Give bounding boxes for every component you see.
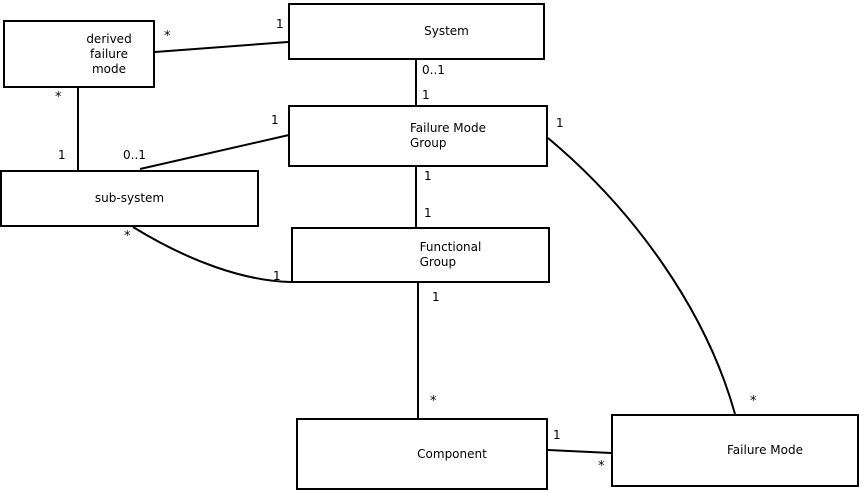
class-label-derived-failure-mode: derived failure mode — [86, 31, 132, 76]
multiplicity-component-fm-target: * — [598, 459, 605, 474]
multiplicity-dfm-subsystem-target: 1 — [58, 148, 66, 162]
class-box-system[interactable]: System — [288, 3, 545, 60]
multiplicity-system-fmg-source: 0..1 — [422, 63, 445, 77]
multiplicity-component-fm-source: 1 — [553, 428, 561, 442]
class-label-failure-mode-group: Failure Mode Group — [410, 121, 486, 150]
association-component-failure-mode[interactable] — [547, 449, 612, 454]
multiplicity-fmg-fg-source: 1 — [424, 169, 432, 183]
association-derived-failure-mode-system[interactable] — [154, 41, 289, 53]
multiplicity-fmg-fm-target: * — [750, 394, 757, 409]
multiplicity-fg-component-source: 1 — [432, 290, 440, 304]
multiplicity-subsystem-fmg-target: 1 — [271, 113, 279, 127]
multiplicity-fmg-fg-target: 1 — [424, 206, 432, 220]
class-box-functional-group[interactable]: Functional Group — [291, 227, 550, 283]
class-label-functional-group: Functional Group — [419, 240, 482, 269]
association-failure-mode-group-failure-mode[interactable] — [547, 137, 736, 415]
multiplicity-system-fmg-target: 1 — [422, 88, 430, 102]
class-box-component[interactable]: Component — [296, 418, 548, 490]
multiplicity-subsystem-fmg-source: 0..1 — [123, 148, 146, 162]
class-box-sub-system[interactable]: sub-system — [0, 170, 259, 227]
multiplicity-subsystem-fg-source: * — [124, 229, 131, 244]
multiplicity-dfm-system-source: * — [164, 29, 171, 44]
multiplicity-subsystem-fg-target: 1 — [273, 269, 281, 283]
multiplicity-fmg-fm-source: 1 — [556, 116, 564, 130]
association-sub-system-failure-mode-group[interactable] — [139, 134, 290, 170]
class-box-failure-mode-group[interactable]: Failure Mode Group — [288, 105, 548, 167]
multiplicity-dfm-system-target: 1 — [276, 17, 284, 31]
class-label-system: System — [424, 24, 469, 38]
class-label-sub-system: sub-system — [94, 191, 165, 205]
association-sub-system-functional-group[interactable] — [132, 226, 292, 283]
class-label-failure-mode: Failure Mode — [727, 443, 803, 457]
multiplicity-fg-component-target: * — [430, 394, 437, 409]
class-box-failure-mode[interactable]: Failure Mode — [611, 414, 859, 487]
class-box-derived-failure-mode[interactable]: derived failure mode — [3, 20, 155, 88]
multiplicity-dfm-subsystem-source: * — [55, 90, 62, 105]
class-label-component: Component — [417, 446, 487, 461]
